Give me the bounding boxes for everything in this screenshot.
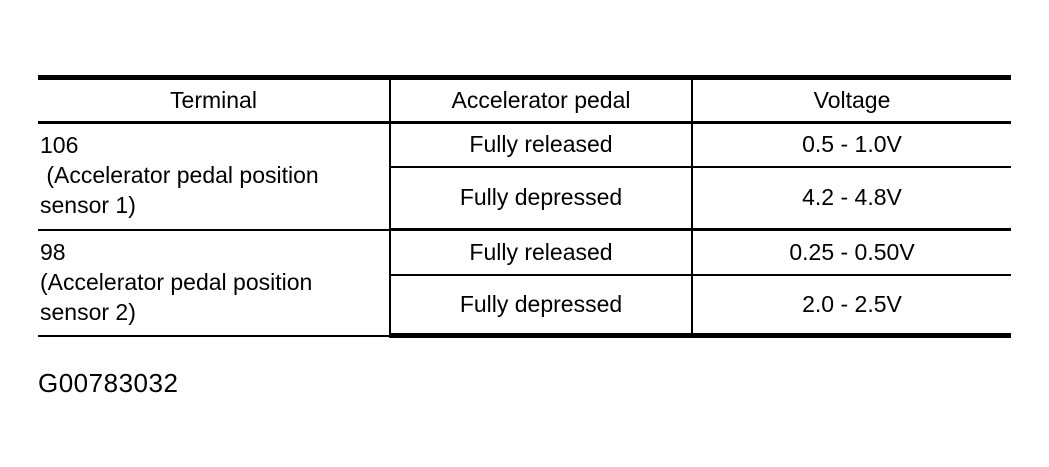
pedal-state-cell: Fully released: [389, 122, 692, 168]
pedal-state-cell: Fully released: [389, 229, 692, 276]
terminal-voltage-table: Terminal Accelerator pedal Voltage 106 (…: [38, 75, 1011, 338]
voltage-cell: 0.5 - 1.0V: [691, 122, 1011, 168]
spec-table-container: Terminal Accelerator pedal Voltage 106 (…: [38, 75, 1011, 338]
voltage-cell: 0.25 - 0.50V: [691, 229, 1011, 276]
column-header-voltage: Voltage: [691, 75, 1011, 124]
pedal-state-cell: Fully depressed: [389, 274, 692, 338]
header-row: Terminal Accelerator pedal Voltage: [38, 75, 1011, 124]
column-header-accelerator-pedal: Accelerator pedal: [389, 75, 692, 124]
terminal-cell-98: 98 (Accelerator pedal position sensor 2): [38, 229, 390, 337]
voltage-cell: 4.2 - 4.8V: [691, 166, 1011, 231]
terminal-cell-106: 106 (Accelerator pedal position sensor 1…: [38, 122, 390, 231]
table-row: 98 (Accelerator pedal position sensor 2)…: [38, 229, 1011, 337]
column-header-terminal: Terminal: [38, 75, 390, 124]
pedal-state-cell: Fully depressed: [389, 166, 692, 231]
table-row: Fully depressed 2.0 - 2.5V: [38, 274, 1011, 338]
table-row: Fully depressed 4.2 - 4.8V: [38, 166, 1011, 231]
voltage-cell: 2.0 - 2.5V: [691, 274, 1011, 338]
figure-id-caption: G00783032: [38, 368, 179, 398]
table-row: 106 (Accelerator pedal position sensor 1…: [38, 122, 1011, 231]
